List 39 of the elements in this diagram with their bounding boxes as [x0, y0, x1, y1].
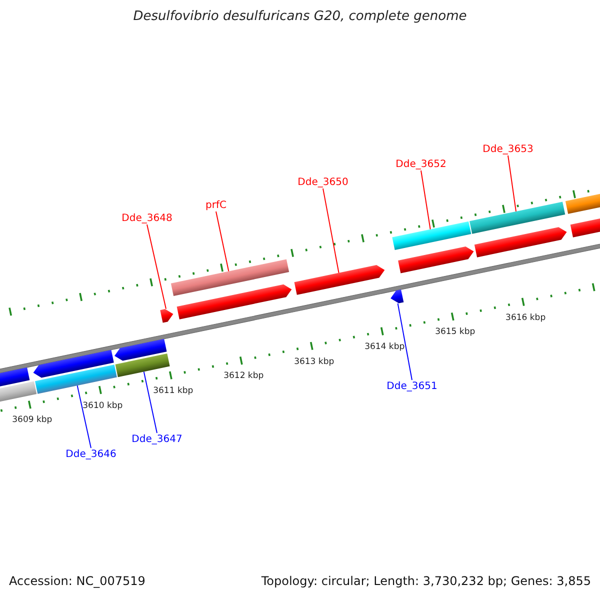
scale-label: 3616 kbp	[506, 314, 546, 324]
gene-feature	[33, 350, 114, 378]
diagram-title: Desulfovibrio desulfuricans G20, complete genome	[133, 10, 467, 25]
gene-label: Dde_3651	[386, 381, 438, 392]
scale-label: 3609 kbp	[12, 416, 52, 426]
accession-text: Accession: NC_007519	[9, 575, 146, 589]
scale-label: 3614 kbp	[364, 342, 405, 353]
gene-feature	[390, 290, 404, 304]
scale-label: 3612 kbp	[224, 372, 264, 382]
leader-line	[397, 302, 412, 380]
leader-line	[420, 170, 431, 230]
gene-feature	[294, 265, 385, 295]
scale-label: 3613 kbp	[294, 358, 334, 368]
gene-bar	[470, 202, 566, 234]
gene-feature	[474, 227, 567, 258]
leader-line	[508, 155, 516, 212]
gene-label: Dde_3653	[482, 144, 534, 156]
gene-bar	[392, 221, 472, 250]
gene-bar	[35, 364, 117, 394]
gene-label: Dde_3648	[122, 213, 172, 224]
gene-label: Dde_3652	[396, 159, 446, 170]
leader-line	[76, 385, 92, 448]
gene-feature	[160, 309, 174, 323]
gene-bar	[170, 259, 290, 296]
leader-line	[322, 188, 340, 274]
gene-feature	[176, 284, 292, 320]
gene-feature	[398, 246, 474, 274]
scale-label: 3610 kbp	[82, 402, 123, 412]
gene-label: Dde_3647	[132, 434, 182, 446]
scale-label: 3611 kbp	[153, 387, 194, 397]
gene-feature	[114, 338, 167, 361]
gene-bar	[115, 354, 170, 378]
scale-label: 3615 kbp	[435, 328, 476, 338]
leader-line	[216, 211, 230, 272]
gene-label: Dde_3646	[66, 449, 116, 460]
gene-label: Dde_3650	[298, 177, 348, 188]
leader-line	[146, 224, 167, 310]
gene-label: prfC	[206, 200, 226, 212]
genome-info-text: Topology: circular; Length: 3,730,232 bp; Genes: 3,855	[261, 575, 591, 589]
